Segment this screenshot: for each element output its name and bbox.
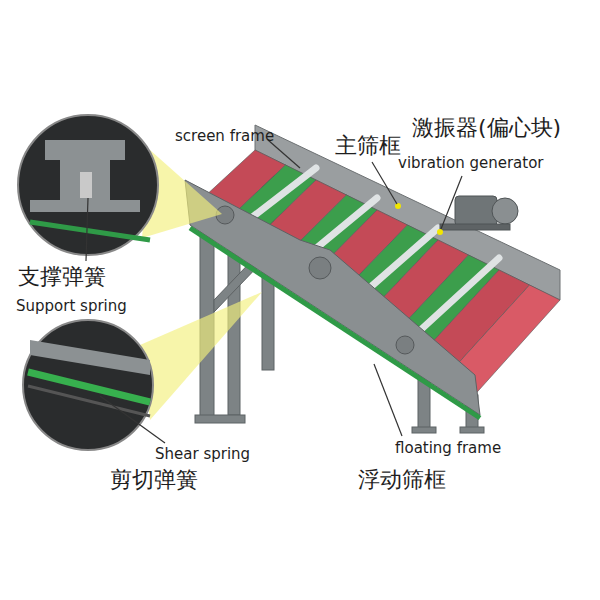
part-label: 支撑弹簧 bbox=[18, 265, 106, 289]
part-label: Shear spring bbox=[155, 446, 250, 463]
part-label: floating frame bbox=[395, 440, 501, 457]
part-label: vibration generator bbox=[398, 155, 544, 172]
part-label: 激振器(偏心块) bbox=[412, 116, 561, 140]
part-label: 剪切弹簧 bbox=[110, 468, 198, 492]
part-label: 主筛框 bbox=[335, 134, 401, 158]
part-label: screen frame bbox=[175, 128, 274, 145]
part-label: 浮动筛框 bbox=[358, 468, 446, 492]
part-label: Support spring bbox=[16, 298, 127, 315]
